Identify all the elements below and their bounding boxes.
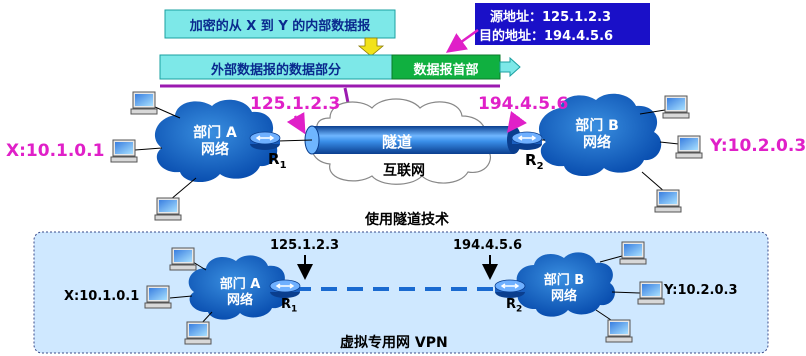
vpn-host-y-label: Y:10.2.0.3 [664, 283, 738, 298]
outer-header-label: 数据报首部 [413, 63, 479, 78]
header-pointer-arrow [445, 28, 479, 53]
pc-icon [654, 189, 682, 213]
pc-icon [675, 135, 703, 159]
dept-b-cloud [538, 93, 662, 177]
source-dest-box [475, 3, 650, 45]
forward-arrow [499, 56, 521, 78]
dept-b-line2: 网络 [583, 135, 611, 151]
host-x-label: X:10.1.0.1 [6, 141, 105, 161]
inner-datagram-box [164, 9, 396, 39]
host-y-label: Y:10.2.0.3 [710, 136, 806, 156]
vpn-dept-b-label: 部门 B 网络 [532, 273, 596, 305]
vpn-dept-a-label: 部门 A 网络 [208, 277, 272, 309]
top-links [134, 106, 689, 201]
top-caption: 使用隧道技术 [365, 212, 449, 228]
pc-icon [662, 95, 690, 119]
router-icon [494, 279, 526, 299]
vpn-router-r1-letter: R [281, 297, 292, 312]
pc-icon [605, 319, 633, 343]
vpn-router-r2-label: R2 [506, 297, 522, 315]
outer-body-label: 外部数据报的数据部分 [210, 63, 341, 78]
vpn-ip-left-label: 125.1.2.3 [270, 238, 340, 253]
pc-icon [637, 281, 665, 305]
ip-right-arrow [507, 111, 527, 133]
vpn-dept-b-line2: 网络 [550, 289, 577, 304]
inner-datagram-label: 加密的从 X 到 Y 的内部数据报 [189, 19, 371, 34]
pc-icon [619, 241, 647, 265]
vpn-router-r1-label: R1 [281, 297, 297, 315]
router-r2-letter: R [525, 151, 537, 169]
vpn-caption: 虚拟专用网 VPN [340, 335, 448, 351]
dept-a-label: 部门 A 网络 [180, 125, 250, 159]
vpn-dept-a-line2: 网络 [226, 293, 253, 308]
pc-icon [154, 197, 182, 221]
encapsulate-down-arrow [357, 37, 385, 57]
dept-a-cloud [154, 99, 278, 183]
router-icon [511, 131, 543, 151]
vpn-dept-a-cloud [188, 255, 287, 320]
ip-left-label: 125.1.2.3 [250, 94, 341, 114]
vpn-dept-b-line1: 部门 B [543, 273, 585, 288]
vpn-dept-b-cloud [516, 252, 615, 317]
pc-icon [130, 91, 158, 115]
vpn-host-x-label: X:10.1.0.1 [64, 289, 140, 304]
router-icon [269, 279, 301, 299]
dept-a-line2: 网络 [201, 142, 229, 158]
router-r2-label: R2 [525, 151, 544, 172]
vpn-router-r2-sub: 2 [516, 304, 523, 315]
vpn-ip-right-label: 194.4.5.6 [453, 238, 523, 253]
tunnel-label: 隧道 [382, 133, 413, 151]
dept-b-label: 部门 B 网络 [562, 118, 632, 152]
vpn-router-r2-letter: R [506, 297, 517, 312]
router-r2-sub: 2 [536, 161, 544, 172]
router-icon [249, 131, 281, 151]
pc-icon [144, 285, 172, 309]
ip-left-arrow [286, 112, 306, 135]
vpn-router-r1-sub: 1 [291, 304, 298, 315]
dest-address-label: 目的地址：194.4.5.6 [479, 29, 614, 44]
dept-a-line1: 部门 A [193, 125, 237, 141]
internet-label: 互联网 [383, 163, 425, 179]
router-r1-label: R1 [268, 150, 287, 171]
vpn-dept-a-line1: 部门 A [219, 277, 261, 292]
source-address-label: 源地址：125.1.2.3 [490, 10, 612, 25]
pc-icon [110, 139, 138, 163]
tunnel-tube [312, 126, 514, 154]
dept-b-line1: 部门 B [575, 118, 619, 134]
router-r1-letter: R [268, 150, 280, 168]
pc-icon [169, 247, 197, 271]
pc-icon [184, 321, 212, 345]
ip-right-label: 194.4.5.6 [478, 94, 569, 114]
router-r1-sub: 1 [279, 160, 287, 171]
